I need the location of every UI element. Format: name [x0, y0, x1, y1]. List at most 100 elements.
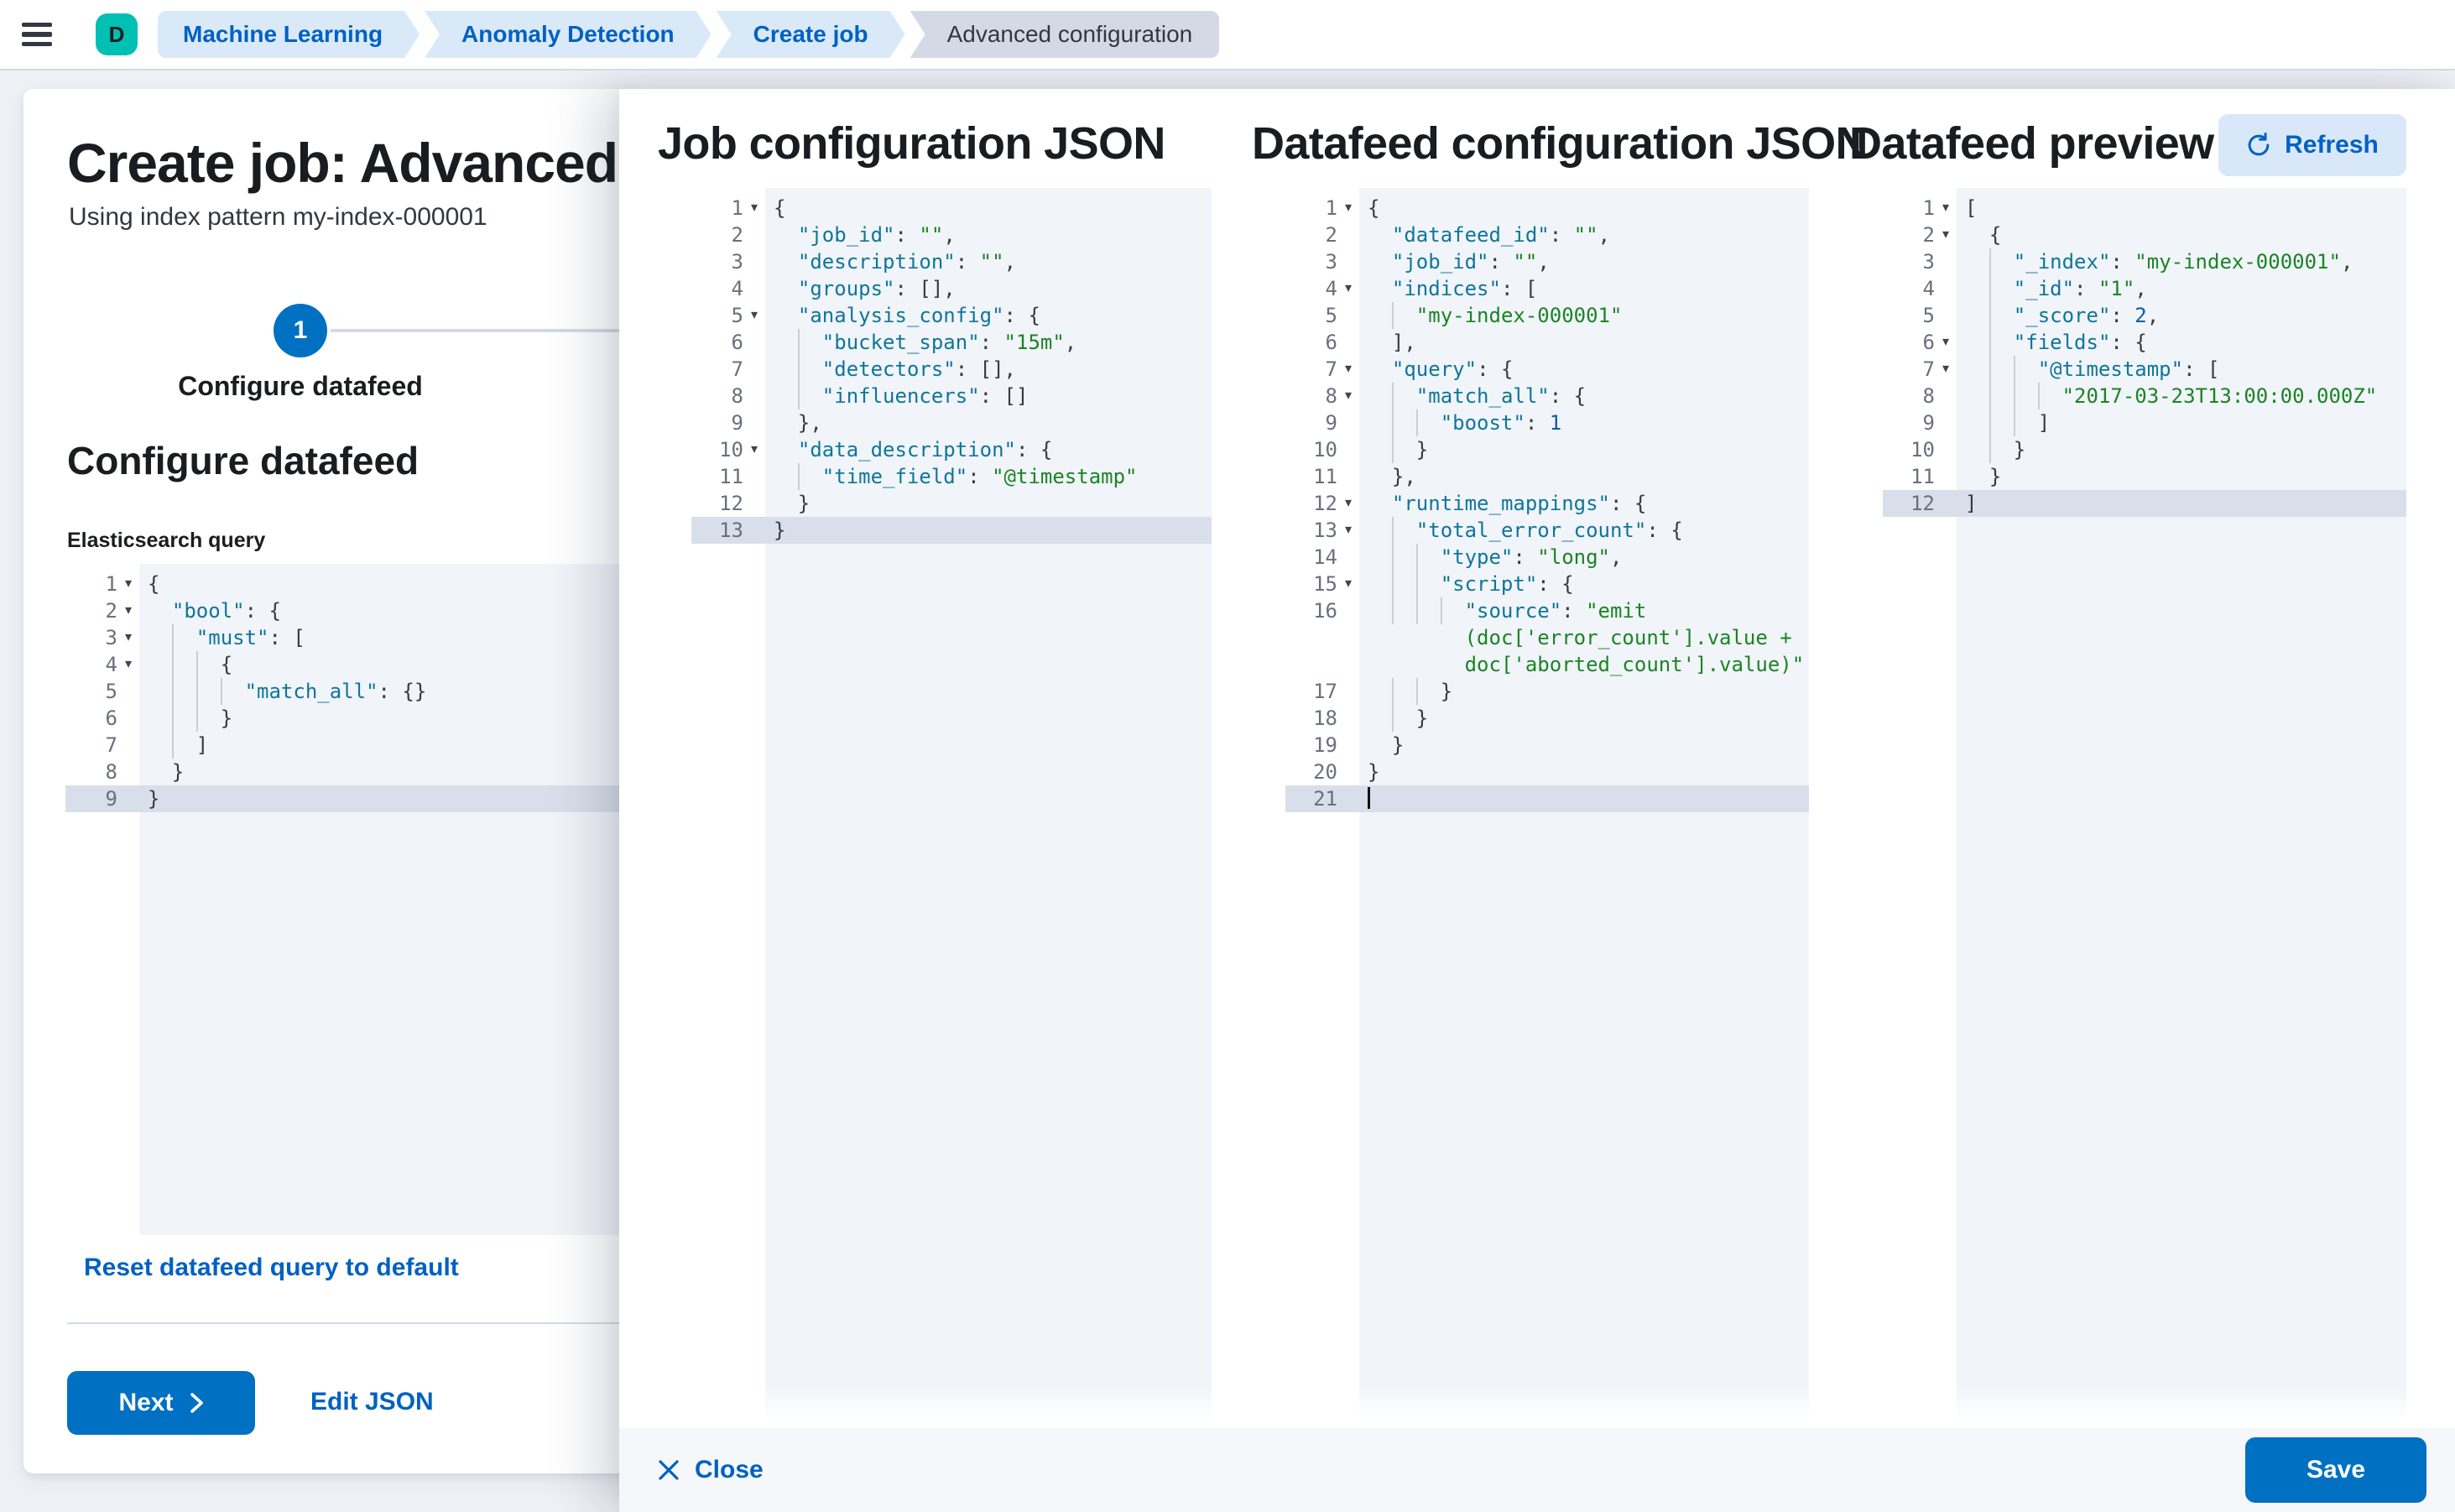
breadcrumb: Machine LearningAnomaly DetectionCreate … [158, 11, 1219, 58]
line-number: 13 [719, 517, 743, 544]
indent-guide [1416, 571, 1441, 597]
edit-json-button[interactable]: Edit JSON [310, 1388, 434, 1416]
fold-arrow-icon[interactable]: ▾ [1337, 517, 1359, 544]
line-number: 3 [1923, 248, 1935, 275]
close-button-label: Close [695, 1456, 764, 1484]
code-line: 19 } [1285, 732, 1809, 759]
indent-guide [2038, 383, 2062, 409]
code-line: 2 "job_id": "", [691, 222, 1212, 248]
fold-arrow-icon[interactable]: ▾ [1935, 195, 1957, 222]
indent-guide [172, 624, 196, 651]
code-line: 6 } [65, 705, 634, 732]
fold-arrow-icon[interactable]: ▾ [1935, 329, 1957, 356]
line-number: 6 [106, 705, 117, 732]
code-line: 2 "datafeed_id": "", [1285, 222, 1809, 248]
refresh-button[interactable]: Refresh [2218, 114, 2406, 176]
space-avatar[interactable]: D [96, 13, 138, 55]
datafeed-config-heading: Datafeed configuration JSON [1252, 117, 1868, 169]
code-line: 8 "2017-03-23T13:00:00.000Z" [1883, 383, 2406, 409]
line-number: 4 [1326, 275, 1337, 302]
fold-arrow-icon[interactable]: ▾ [1337, 275, 1359, 302]
indent-guide [1392, 409, 1416, 436]
indent-guide [172, 732, 196, 759]
code-line: 12] [1883, 490, 2406, 517]
step-connector-line [331, 329, 634, 332]
fold-arrow-icon[interactable]: ▾ [1337, 571, 1359, 597]
line-number: 12 [1313, 490, 1337, 517]
breadcrumb-machine-learning[interactable]: Machine Learning [158, 11, 420, 58]
fold-arrow-icon[interactable]: ▾ [743, 302, 765, 329]
line-number: 7 [1326, 356, 1337, 383]
fold-arrow-icon[interactable]: ▾ [1337, 383, 1359, 409]
indent-guide [1392, 571, 1416, 597]
code-line: 8 } [65, 759, 634, 785]
indent-guide [196, 705, 221, 732]
line-number: 9 [1326, 409, 1337, 436]
fold-arrow-icon[interactable]: ▾ [117, 624, 139, 651]
code-line: 9 "boost": 1 [1285, 409, 1809, 436]
fold-arrow-icon[interactable]: ▾ [117, 597, 139, 624]
code-line: 7 ] [65, 732, 634, 759]
code-line: 8▾ "match_all": { [1285, 383, 1809, 409]
line-number: 2 [1326, 222, 1337, 248]
code-line: 21 [1285, 785, 1809, 812]
breadcrumb-anomaly-detection[interactable]: Anomaly Detection [425, 11, 711, 58]
code-line: 3 "job_id": "", [1285, 248, 1809, 275]
line-number: 15 [1313, 571, 1337, 597]
fold-arrow-icon[interactable]: ▾ [743, 436, 765, 463]
line-number: 9 [106, 785, 117, 812]
breadcrumb-create-job[interactable]: Create job [717, 11, 905, 58]
fold-arrow-icon[interactable]: ▾ [1337, 356, 1359, 383]
fold-arrow-icon[interactable]: ▾ [1337, 195, 1359, 222]
fold-arrow-icon[interactable]: ▾ [743, 195, 765, 222]
line-number: 9 [732, 409, 743, 436]
code-line: 4▾ { [65, 651, 634, 678]
code-line: 2▾ "bool": { [65, 597, 634, 624]
fold-arrow-icon[interactable]: ▾ [117, 651, 139, 678]
save-button[interactable]: Save [2245, 1437, 2426, 1503]
line-number: 3 [1326, 248, 1337, 275]
step-1-indicator[interactable]: 1 [274, 304, 327, 357]
reset-datafeed-query-link[interactable]: Reset datafeed query to default [84, 1254, 459, 1282]
code-line: 10 } [1883, 436, 2406, 463]
indent-guide [1989, 248, 2014, 275]
job-configuration-json-editor[interactable]: 1▾{2 "job_id": "",3 "description": "",4 … [691, 188, 1212, 1418]
indent-guide [798, 356, 822, 383]
configure-datafeed-heading: Configure datafeed [67, 438, 419, 483]
job-config-heading: Job configuration JSON [658, 117, 1165, 169]
line-number: 8 [106, 759, 117, 785]
menu-button[interactable] [0, 0, 74, 70]
line-number: 19 [1313, 732, 1337, 759]
code-line: 12▾ "runtime_mappings": { [1285, 490, 1809, 517]
line-number: 18 [1313, 705, 1337, 732]
line-number: 5 [1923, 302, 1935, 329]
next-button[interactable]: Next [67, 1371, 255, 1435]
fold-arrow-icon[interactable]: ▾ [117, 571, 139, 597]
indent-guide [798, 463, 822, 490]
code-line: 12 } [691, 490, 1212, 517]
line-number: 5 [106, 678, 117, 705]
line-number: 13 [1313, 517, 1337, 544]
close-button[interactable]: Close [658, 1456, 764, 1484]
code-line: 11 "time_field": "@timestamp" [691, 463, 1212, 490]
fold-arrow-icon[interactable]: ▾ [1935, 356, 1957, 383]
indent-guide [1392, 517, 1416, 544]
line-number: 20 [1313, 759, 1337, 785]
code-line: 2▾ { [1883, 222, 2406, 248]
indent-guide [1392, 383, 1416, 409]
indent-guide [172, 705, 196, 732]
fold-arrow-icon[interactable]: ▾ [1337, 490, 1359, 517]
top-navbar: D Machine LearningAnomaly DetectionCreat… [0, 0, 2455, 70]
line-number: 4 [106, 651, 117, 678]
fold-arrow-icon[interactable]: ▾ [1935, 222, 1957, 248]
datafeed-configuration-json-editor[interactable]: 1▾{2 "datafeed_id": "",3 "job_id": "",4▾… [1285, 188, 1809, 1418]
datafeed-preview-editor[interactable]: 1▾[2▾ {3 "_index": "my-index-000001",4 "… [1883, 188, 2406, 1418]
indent-guide [1392, 302, 1416, 329]
line-number: 1 [106, 571, 117, 597]
step-1-label: Configure datafeed [133, 371, 468, 402]
indent-guide [1392, 678, 1416, 705]
chevron-right-icon [189, 1392, 204, 1414]
code-line: 4 "groups": [], [691, 275, 1212, 302]
line-number: 7 [732, 356, 743, 383]
elasticsearch-query-editor[interactable]: 1▾{2▾ "bool": {3▾ "must": [4▾ {5 "match_… [65, 564, 634, 1235]
